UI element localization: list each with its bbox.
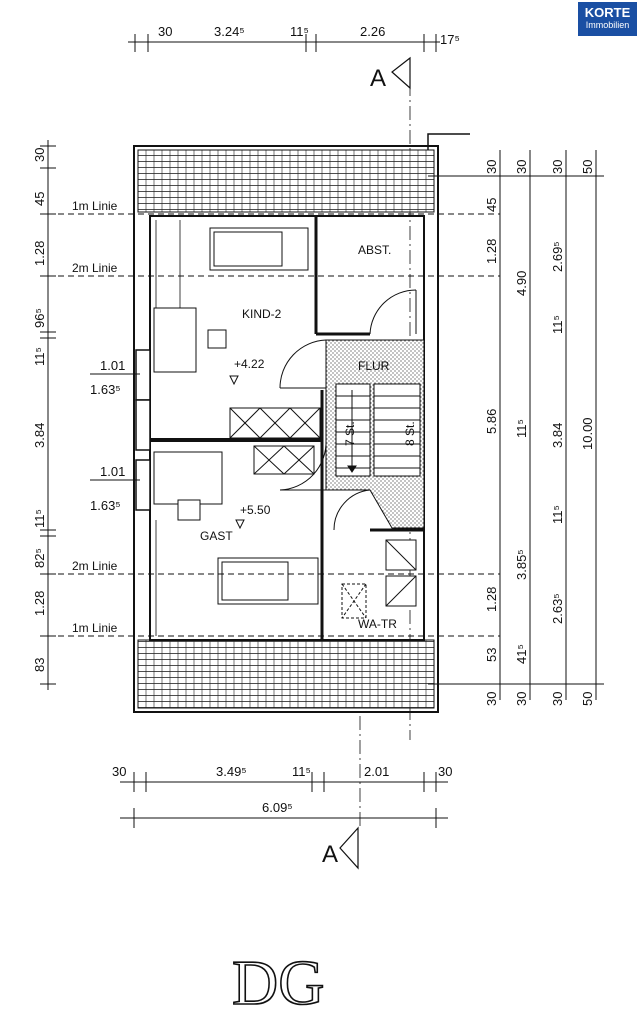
dim-top-0: 30 (158, 24, 172, 39)
left-inner-dim-ticks (90, 373, 140, 481)
staircase (335, 383, 421, 477)
level-gast: +5.50 (240, 503, 271, 517)
dim-left-9: 83 (32, 658, 47, 672)
section-marker-bottom (339, 716, 361, 870)
dim-r3-0: 30 (550, 160, 565, 174)
room-gast: GAST (200, 529, 233, 543)
line-1m-top: 1m Linie (72, 199, 118, 213)
dim-r3-2: 11⁵ (550, 315, 565, 334)
dim-r3-1: 2.69⁵ (550, 241, 565, 272)
door-swings (279, 289, 417, 531)
dim-r2-5: 3.85⁵ (514, 549, 529, 580)
room-flur: FLUR (358, 359, 390, 373)
dim-left-7: 82⁵ (32, 548, 47, 568)
dim-left-0: 30 (32, 148, 47, 162)
dim-r4-2: 50 (580, 692, 595, 706)
dim-r2-3: 3.84 (550, 423, 565, 448)
left-dimension-line (40, 140, 56, 690)
dim-top-2: 11⁵ (290, 24, 309, 39)
dim-r3-3: 2.63⁵ (550, 593, 565, 624)
dim-bottom-2: 11⁵ (292, 764, 311, 779)
logo-sub: Immobilien (585, 20, 630, 30)
floor-label: DG (232, 947, 324, 1018)
right-dimension-lines (428, 150, 604, 700)
dim-r4-0: 50 (580, 160, 595, 174)
dim-r1-3: 5.86 (484, 409, 499, 434)
top-dimensions (128, 34, 440, 52)
dim-left-2: 1.28 (32, 241, 47, 266)
dim-left-1: 45 (32, 192, 47, 206)
logo-brand: KORTE (584, 5, 631, 20)
line-2m-bottom: 2m Linie (72, 559, 118, 573)
dim-r2-7: 30 (514, 692, 529, 706)
dim-r1-0: 30 (484, 160, 499, 174)
dim-top-1: 3.24⁵ (214, 24, 245, 39)
logo-badge: KORTE Immobilien (578, 2, 637, 36)
dim-r1-6: 30 (484, 692, 499, 706)
stair-right-count: 8 St. (403, 421, 417, 446)
level-kind: +4.22 (234, 357, 265, 371)
dim-top-3: 2.26 (360, 24, 385, 39)
height-lines (48, 213, 500, 637)
room-wc: WA-TR (358, 617, 397, 631)
dim-left-8: 1.28 (32, 591, 47, 616)
dim-r3-4: 30 (550, 692, 565, 706)
furniture-gast (153, 445, 319, 636)
dim-r1-4: 1.28 (484, 587, 499, 612)
dim-r2-4: 11⁵ (550, 505, 565, 524)
dim-left-inner-3: 1.63⁵ (90, 498, 121, 513)
room-abst: ABST. (358, 243, 391, 257)
dim-bottom-4: 30 (438, 764, 452, 779)
dim-left-inner-2: 1.01 (100, 464, 125, 479)
bottom-dimensions (120, 772, 448, 828)
dim-top-4: 17⁵ (440, 32, 460, 47)
dim-r2-6: 41⁵ (514, 644, 529, 664)
dim-left-6: 11⁵ (32, 509, 47, 528)
section-marker-top-letter: A (370, 65, 386, 92)
dim-left-4: 11⁵ (32, 347, 47, 366)
dim-bottom-0: 30 (112, 764, 126, 779)
dim-bottom-3: 2.01 (364, 764, 389, 779)
dim-r2-0: 30 (514, 160, 529, 174)
dim-r2-2: 11⁵ (514, 419, 529, 438)
furniture-wc (341, 539, 417, 619)
stair-left-count: 7 St. (343, 421, 357, 446)
room-kind: KIND-2 (242, 307, 282, 321)
dim-r1-2: 1.28 (484, 239, 499, 264)
dim-r1-1: 45 (484, 198, 499, 212)
dim-r1-5: 53 (484, 648, 499, 662)
furniture-kind (153, 220, 321, 439)
level-gast-marker (235, 519, 245, 530)
dim-left-inner-1: 1.63⁵ (90, 382, 121, 397)
section-marker-bottom-letter: A (322, 841, 338, 868)
dim-bottom-1: 3.49⁵ (216, 764, 247, 779)
line-1m-bottom: 1m Linie (72, 621, 118, 635)
dim-left-3: 96⁵ (32, 308, 47, 328)
dim-bottom-total: 6.09⁵ (262, 800, 293, 815)
dim-r4-1: 10.00 (580, 417, 595, 450)
dim-r2-1: 4.90 (514, 271, 529, 296)
line-2m-top: 2m Linie (72, 261, 118, 275)
level-kind-marker (229, 375, 239, 386)
dim-left-5: 3.84 (32, 423, 47, 448)
dim-left-inner-0: 1.01 (100, 358, 125, 373)
